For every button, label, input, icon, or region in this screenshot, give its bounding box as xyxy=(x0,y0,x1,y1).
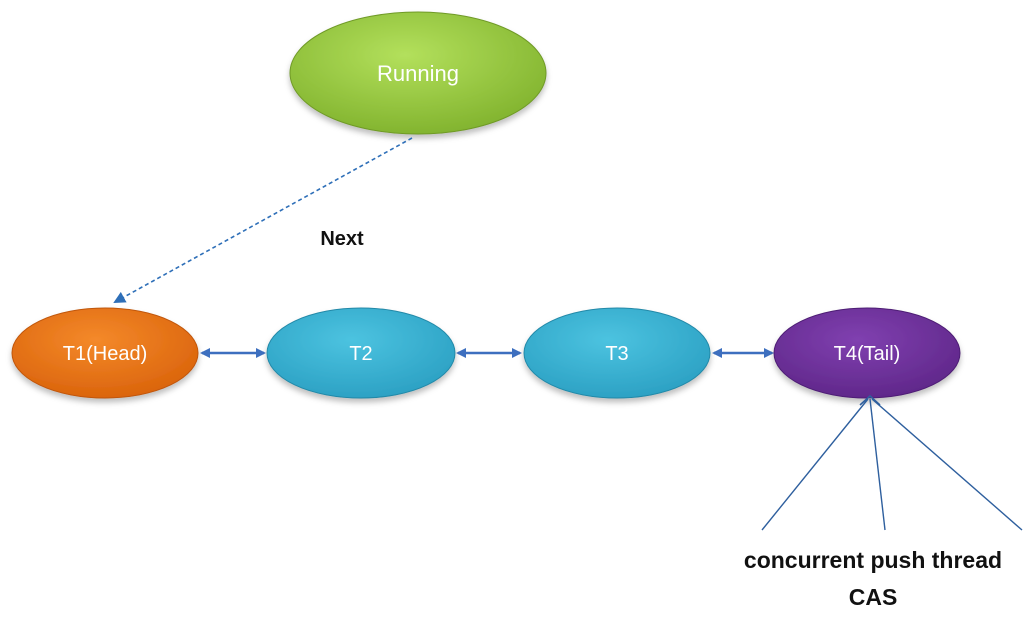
dashed-next-arrow xyxy=(113,137,413,303)
push-arrowhead xyxy=(859,394,881,406)
running-ellipse xyxy=(289,11,547,135)
t1-ellipse xyxy=(11,307,199,399)
t1-label: T1(Head) xyxy=(63,343,147,365)
t3-node: T3 xyxy=(523,307,711,399)
push-line-middle xyxy=(869,398,886,531)
running-label: Running xyxy=(377,61,459,86)
t2-node: T2 xyxy=(266,307,456,399)
t4-label: T4(Tail) xyxy=(834,343,901,365)
t4-tail-node: T4(Tail) xyxy=(773,307,961,399)
t2-label: T2 xyxy=(349,343,372,365)
next-label: Next xyxy=(320,228,364,250)
push-line-left xyxy=(761,398,869,531)
t3-label: T3 xyxy=(605,343,628,365)
cas-label: CAS xyxy=(849,584,898,610)
t1-head-node: T1(Head) xyxy=(11,307,199,399)
concurrent-push-lines xyxy=(761,394,1023,531)
t2-ellipse xyxy=(266,307,456,399)
running-node: Running xyxy=(289,11,547,135)
t3-ellipse xyxy=(523,307,711,399)
push-line-right xyxy=(871,398,1023,531)
concurrent-push-label: concurrent push thread xyxy=(744,547,1002,573)
